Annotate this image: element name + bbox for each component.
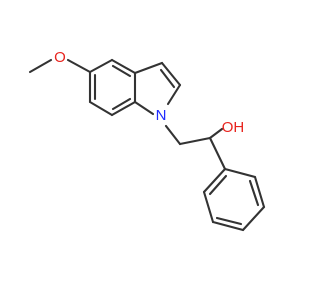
bond-ph-c2-c3 — [253, 175, 266, 209]
bond-c7a-c7 — [110, 100, 137, 117]
bond-ph-c3-c4 — [241, 205, 266, 232]
bond-choh-oh — [208, 127, 224, 140]
bond-ph-c6-c1 — [202, 167, 227, 194]
bond-c5-c4 — [88, 58, 114, 74]
bond-c4-c3a — [110, 58, 137, 75]
bond-c3-c2-inner — [159, 68, 176, 89]
bond-ph-c1-c2 — [223, 167, 257, 179]
bond-n1-c7a — [133, 100, 155, 116]
bond-n1-ch2 — [164, 124, 182, 146]
bond-c7a-c7-inner — [111, 97, 132, 111]
molecule-canvas: O N OH — [28, 49, 266, 232]
bond-c4-c3a-inner — [111, 64, 132, 78]
molecule-structure: O N OH — [28, 49, 266, 232]
bond-ph-c2-c3-inner — [248, 179, 260, 207]
bond-choh-phenyl — [208, 136, 227, 171]
bond-ph-c4-c5 — [211, 220, 245, 232]
bond-c3a-c3 — [133, 61, 164, 75]
bond-c2-n1 — [166, 83, 182, 106]
bond-ph-c6-c1-inner — [208, 174, 228, 196]
bond-c3-c2 — [160, 61, 182, 87]
bond-ph-c5-c6 — [202, 190, 215, 224]
atom-n-indole: N — [156, 107, 167, 124]
bond-methyl-o — [28, 58, 53, 74]
atom-oh-hydroxyl: OH — [222, 119, 245, 136]
bond-c7-c6 — [88, 100, 114, 117]
atom-o-methoxy: O — [54, 49, 66, 66]
bond-ph-c4-c5-inner — [215, 216, 243, 226]
bond-ch2-choh — [178, 136, 212, 146]
bond-o-c5 — [66, 58, 92, 74]
